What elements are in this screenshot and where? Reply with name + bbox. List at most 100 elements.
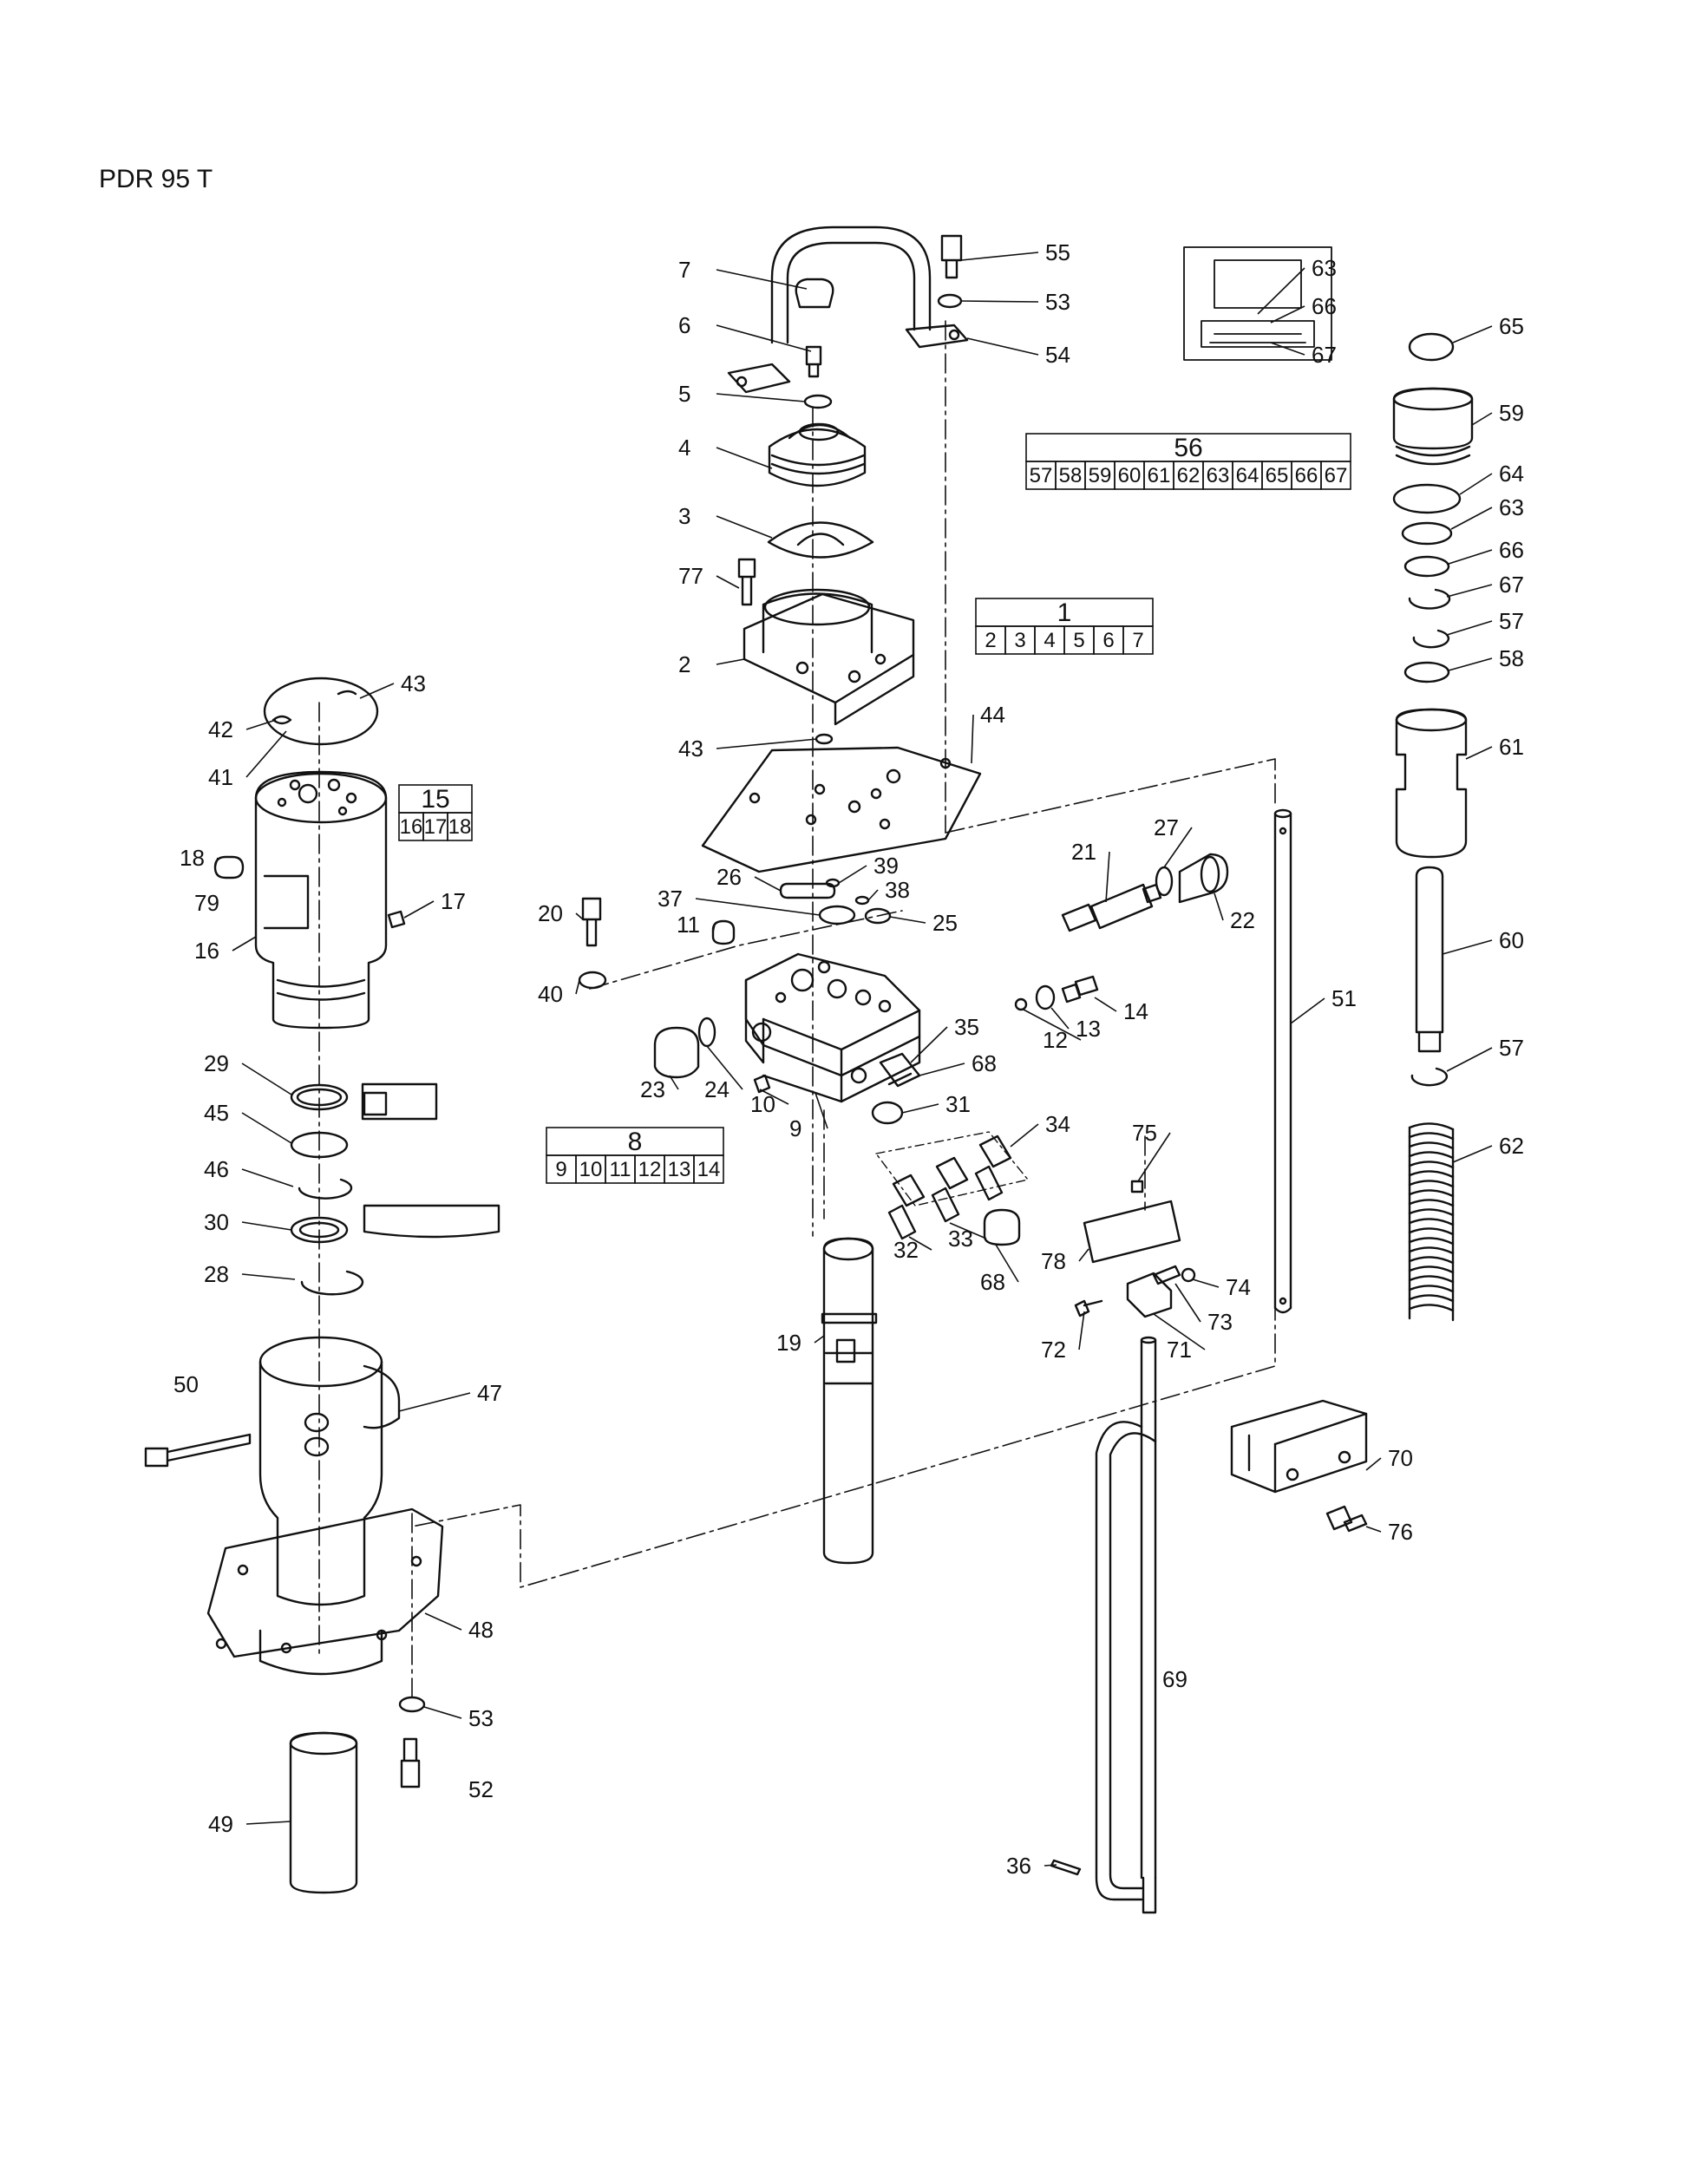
callout-number: 43 [401, 670, 426, 696]
part-62-spring [1408, 1122, 1455, 1322]
callout-number: 7 [678, 257, 690, 283]
part-28-circlip [300, 1270, 364, 1296]
callout-number: 76 [1388, 1519, 1413, 1545]
callout-number: 51 [1331, 985, 1357, 1011]
callout-number: 27 [1154, 814, 1179, 840]
callout-number: 52 [468, 1776, 494, 1802]
leader-line [716, 393, 806, 402]
seal-profile-a [361, 1082, 438, 1121]
kit-part-number: 12 [638, 1158, 662, 1181]
callout-number: 79 [194, 890, 219, 916]
part-71-block [1126, 1272, 1173, 1318]
callout-number: 55 [1045, 239, 1070, 265]
part-48-baseplate [206, 1507, 444, 1676]
callout-76: 76 [1365, 1519, 1413, 1545]
part-53-washer-b [398, 1696, 426, 1713]
kit-part-number: 65 [1266, 464, 1289, 487]
callout-number: 25 [932, 910, 958, 936]
part-75-screw [1130, 1180, 1144, 1193]
leader-line [398, 1392, 471, 1412]
callout-number: 75 [1132, 1120, 1157, 1146]
callout-number: 28 [204, 1261, 229, 1287]
leader-line [1450, 507, 1493, 530]
callout-43: 43 [359, 670, 426, 699]
part-16-cylinder [254, 770, 388, 1030]
callout-55: 55 [960, 239, 1070, 265]
callout-number: 35 [954, 1014, 979, 1040]
callout-24: 24 [704, 1045, 743, 1102]
callout-42: 42 [208, 716, 277, 742]
kit-label: 15 [421, 785, 449, 814]
part-11-plug [711, 919, 736, 945]
leader-line [867, 889, 879, 901]
leader-line [232, 936, 257, 951]
callout-14: 14 [1094, 997, 1148, 1024]
callout-77: 77 [678, 563, 740, 589]
callout-number: 4 [678, 435, 690, 461]
part-5-ring [803, 394, 833, 409]
leader-line [1153, 1313, 1206, 1350]
callout-50: 50 [173, 1371, 199, 1397]
leader-line [245, 719, 277, 730]
callout-number: 10 [750, 1091, 775, 1117]
part-77-screw [737, 558, 756, 606]
leader-line [1471, 412, 1493, 426]
leader-line [1192, 1278, 1220, 1288]
callout-20: 20 [538, 900, 584, 926]
kit-part-number: 9 [555, 1158, 566, 1181]
leader-line [949, 1222, 987, 1239]
leader-line [754, 876, 782, 892]
kit-part-number: 62 [1177, 464, 1201, 487]
part-64-oring [1392, 483, 1462, 514]
callout-3: 3 [678, 503, 773, 539]
callout-number: 54 [1045, 342, 1070, 368]
part-43-ring [815, 733, 834, 745]
callout-75: 75 [1132, 1120, 1171, 1182]
part-24-ring [697, 1017, 716, 1048]
callout-52: 52 [468, 1776, 494, 1802]
callout-22: 22 [1214, 893, 1255, 933]
leader-line [1448, 549, 1493, 565]
callout-number: 53 [1045, 289, 1070, 315]
kit-part-number: 13 [668, 1158, 691, 1181]
callout-number: 38 [885, 877, 910, 903]
callout-63: 63 [1257, 255, 1337, 315]
part-10-plug [753, 1074, 771, 1094]
fittings-group [875, 1131, 1029, 1240]
kit-part-number: 17 [424, 815, 448, 839]
callout-45: 45 [204, 1100, 292, 1144]
part-49-sleeve [289, 1731, 358, 1894]
leader-line [716, 738, 818, 749]
part-2-housing [743, 588, 915, 726]
callout-number: 24 [704, 1076, 730, 1102]
leader-line [359, 683, 395, 699]
callout-53: 53 [423, 1705, 494, 1731]
part-76-screw [1325, 1505, 1368, 1533]
callout-64: 64 [1459, 461, 1524, 495]
part-35-fitting [879, 1052, 921, 1088]
part-45-ring [290, 1131, 349, 1159]
kit-part-number: 4 [1044, 629, 1055, 652]
leader-line [1365, 1526, 1382, 1533]
callout-53: 53 [960, 289, 1070, 315]
leader-line [910, 1026, 948, 1063]
leader-line [995, 1244, 1019, 1283]
callout-number: 22 [1230, 907, 1255, 933]
leader-line [214, 857, 219, 868]
callout-number: 66 [1312, 293, 1337, 319]
callout-63: 63 [1450, 494, 1524, 530]
callout-number: 30 [204, 1209, 229, 1235]
callout-number: 71 [1167, 1337, 1192, 1363]
callout-number: 67 [1312, 342, 1337, 368]
callout-number: 47 [477, 1380, 502, 1406]
leader-line [245, 730, 287, 778]
part-43-cover-disc [263, 677, 379, 746]
leader-line [1448, 657, 1493, 671]
part-38-ring [854, 895, 870, 906]
part-18-plug [213, 855, 245, 879]
leader-line [241, 1168, 294, 1187]
callout-number: 9 [789, 1115, 801, 1141]
leader-line [838, 865, 867, 884]
